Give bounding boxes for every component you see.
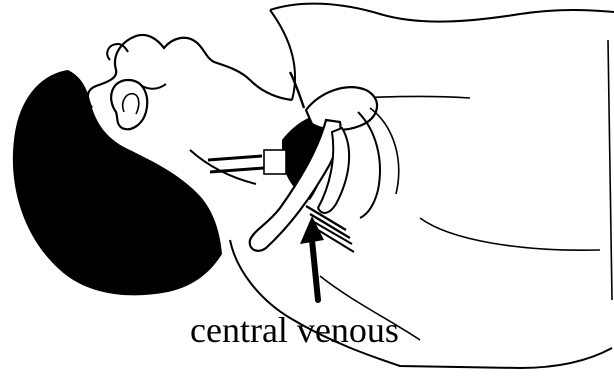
rib-outline-1 (358, 112, 380, 218)
torso-top-outline (270, 10, 295, 100)
mouth-line (142, 84, 166, 89)
arrow-icon (300, 216, 324, 300)
central-venous-label: central venous (190, 310, 399, 350)
rib-outline-2 (370, 108, 399, 194)
shoulder-outline (270, 4, 614, 22)
ear-outline (111, 80, 147, 129)
pectoral-line (420, 218, 600, 250)
neck-outline (190, 150, 256, 184)
body-edge (608, 40, 612, 300)
